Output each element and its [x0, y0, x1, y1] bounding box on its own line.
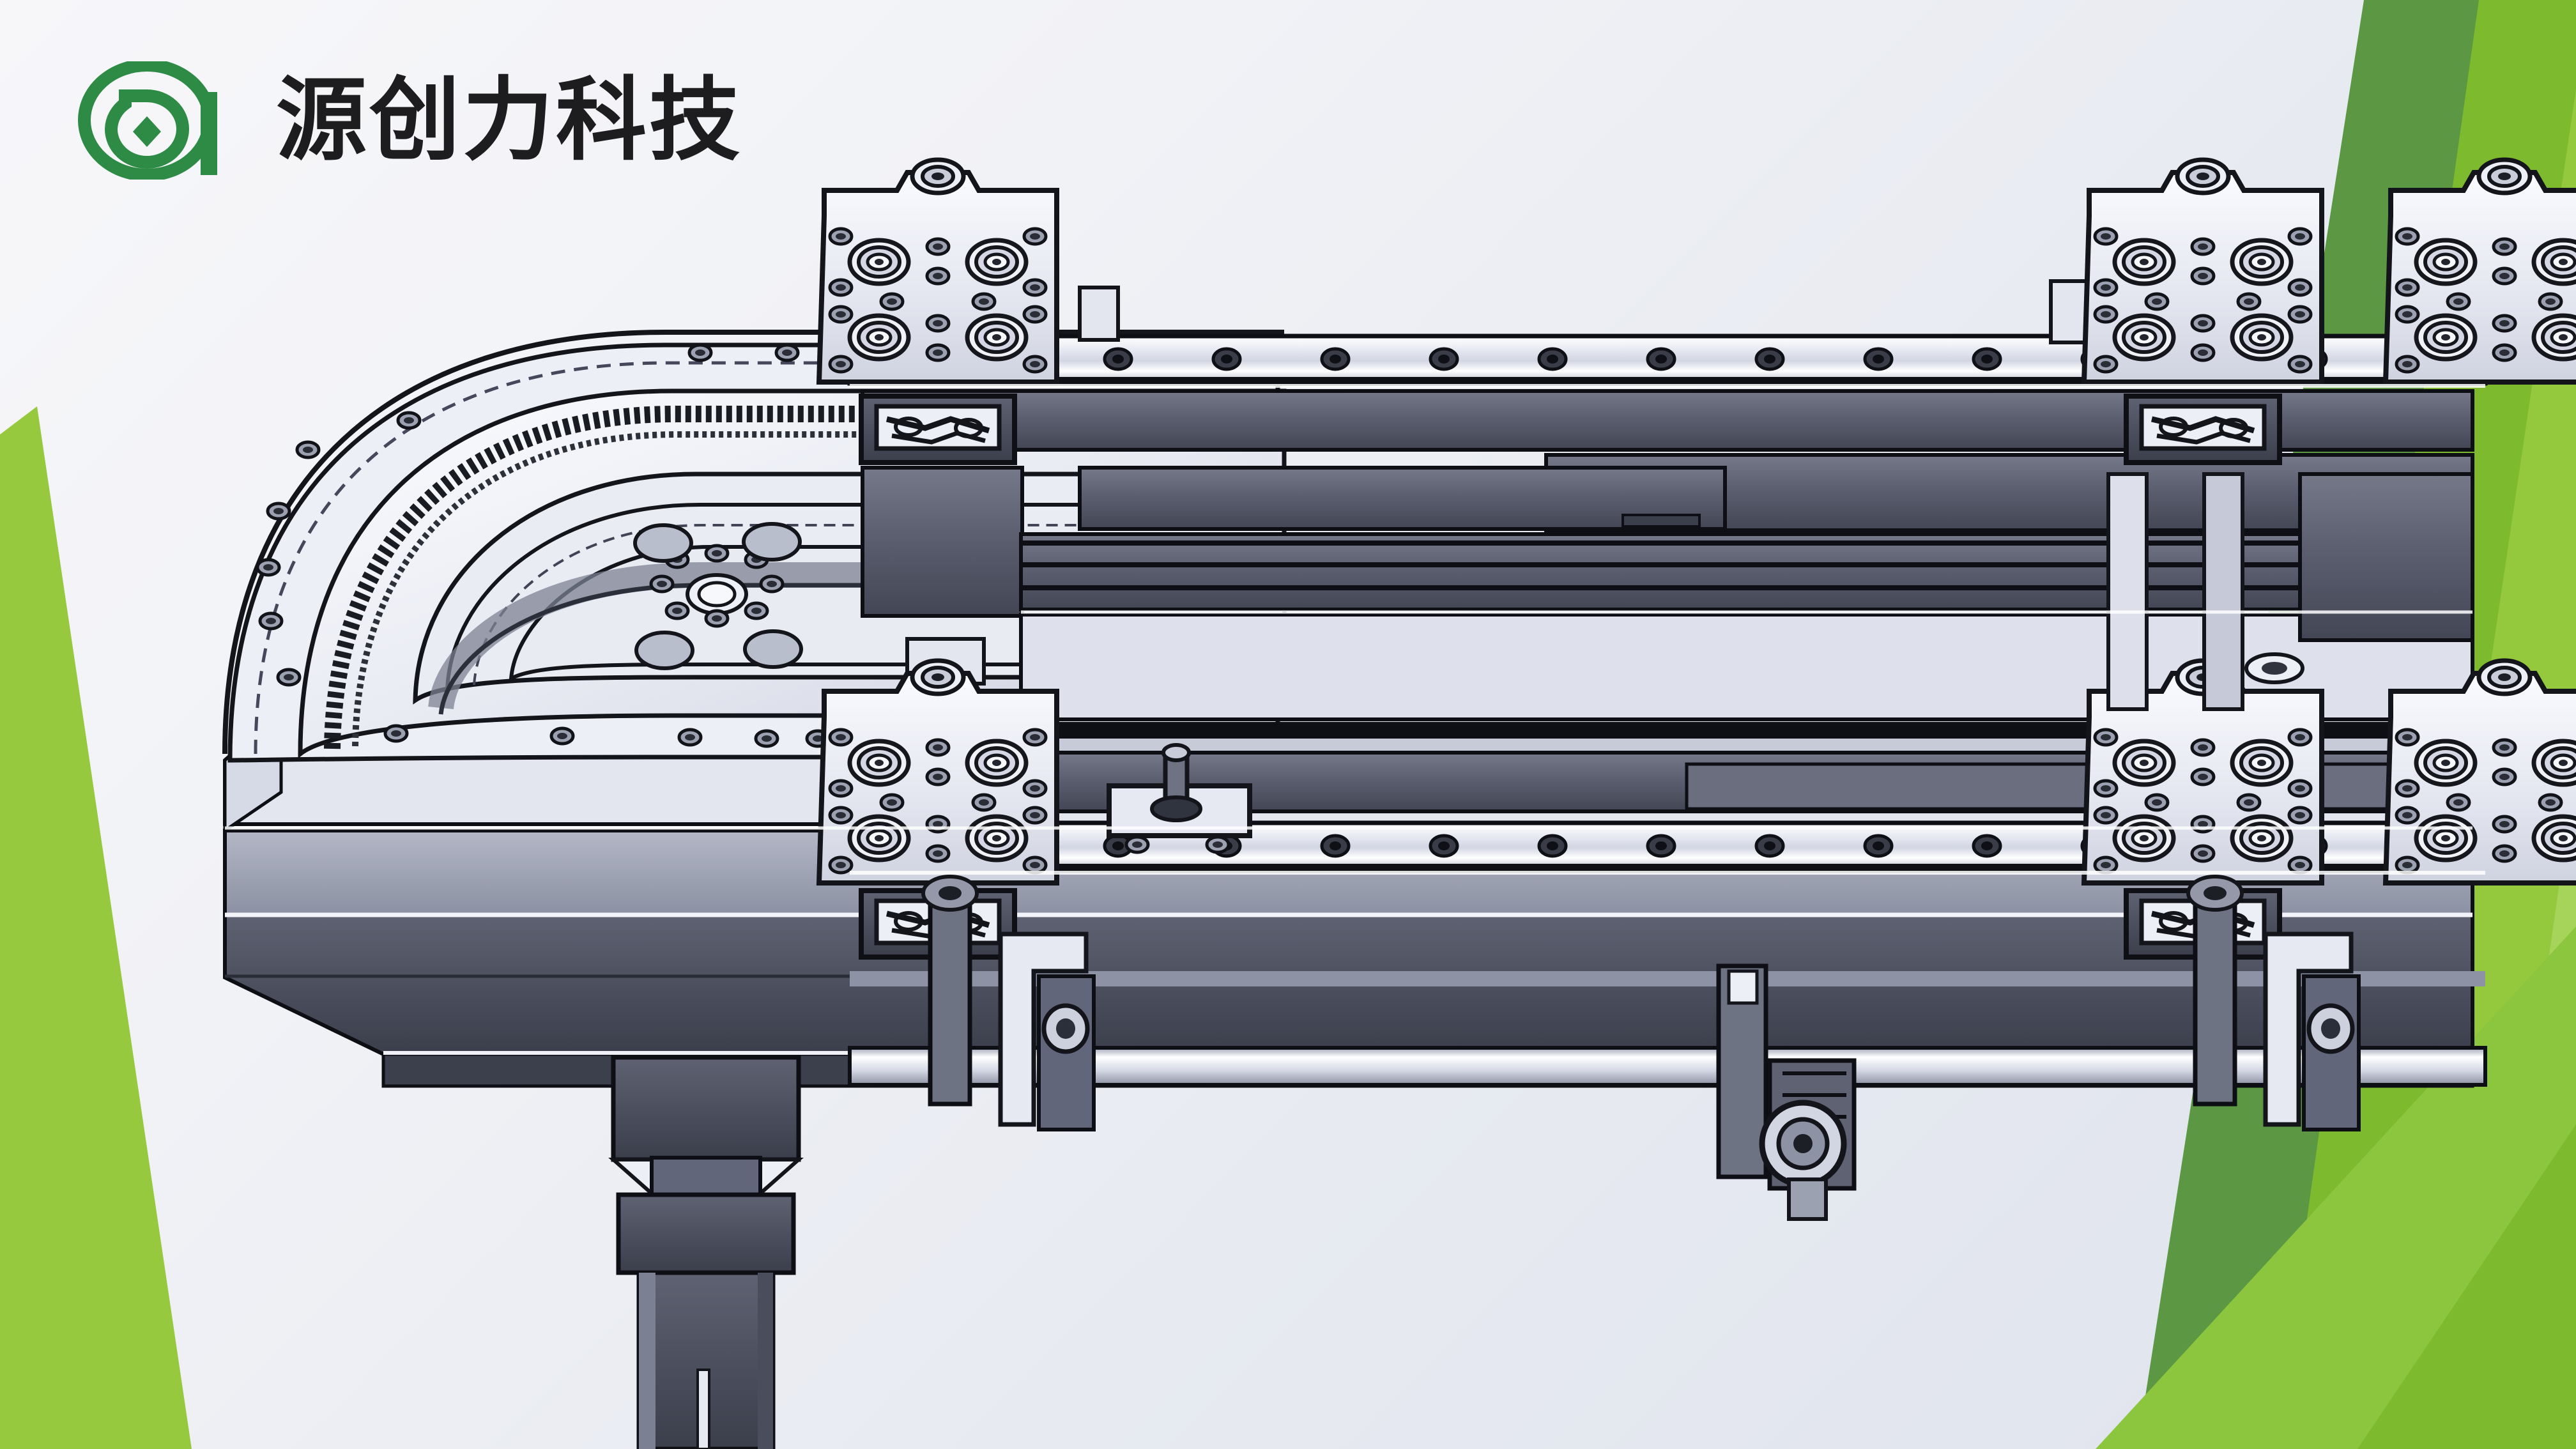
- brand-name: 源创力科技: [276, 67, 742, 173]
- carriage-coupler: [861, 396, 1015, 463]
- center-bolt-circle: [651, 546, 783, 626]
- carriage-block: [2084, 160, 2322, 382]
- carriage-block: [2386, 160, 2576, 382]
- carriage-block: [2386, 661, 2576, 883]
- roller-bearing-assembly: [1759, 1058, 1857, 1221]
- table-counterbores: [633, 522, 803, 670]
- carriage-block: [819, 160, 1057, 382]
- support-leg-column: [608, 1055, 804, 1449]
- brand-lockup: 源创力科技: [75, 61, 742, 180]
- yuanchuangli-leaf-mark-icon: [78, 61, 217, 180]
- carriage-coupler: [2126, 396, 2280, 463]
- carriage-block: [819, 661, 1057, 883]
